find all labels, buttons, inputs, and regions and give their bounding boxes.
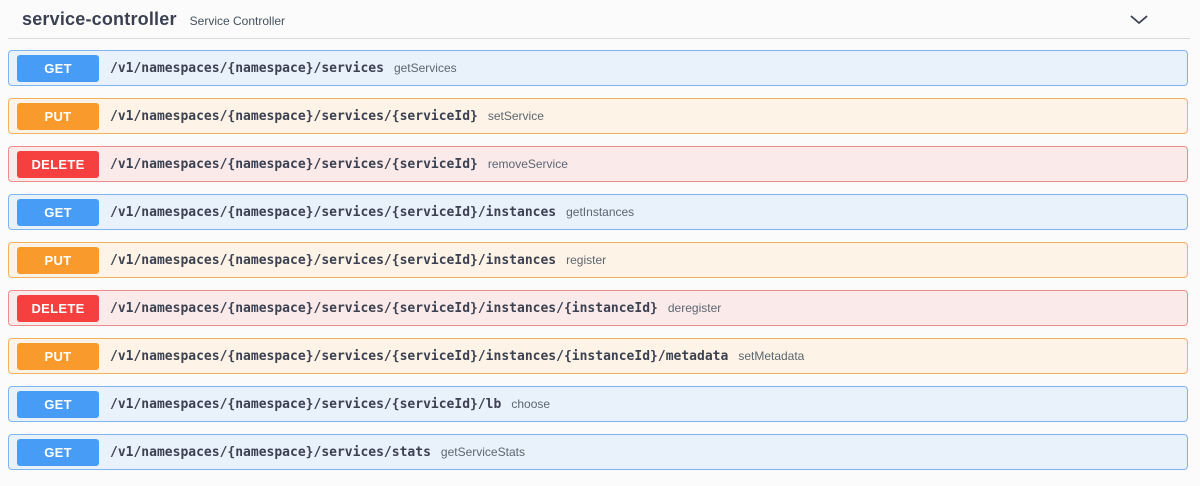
tag-description: Service Controller <box>189 14 286 28</box>
method-badge: PUT <box>17 246 99 274</box>
endpoint-row[interactable]: DELETE /v1/namespaces/{namespace}/servic… <box>8 290 1188 326</box>
endpoint-row[interactable]: PUT /v1/namespaces/{namespace}/services/… <box>8 242 1188 278</box>
endpoint-path: /v1/namespaces/{namespace}/services/{ser… <box>110 252 557 268</box>
endpoint-row[interactable]: GET /v1/namespaces/{namespace}/services/… <box>8 194 1188 230</box>
operation-id: getServiceStats <box>440 445 525 459</box>
endpoint-row[interactable]: PUT /v1/namespaces/{namespace}/services/… <box>8 338 1188 374</box>
endpoint-path: /v1/namespaces/{namespace}/services/{ser… <box>110 108 478 124</box>
method-badge: GET <box>17 390 99 418</box>
endpoint-path: /v1/namespaces/{namespace}/services/{ser… <box>110 300 658 316</box>
endpoint-path: /v1/namespaces/{namespace}/services <box>110 60 384 76</box>
operation-id: getServices <box>393 61 457 75</box>
tag-title: service-controller <box>22 9 177 29</box>
endpoint-path: /v1/namespaces/{namespace}/services/{ser… <box>110 348 729 364</box>
operation-id: deregister <box>667 301 722 315</box>
method-badge: GET <box>17 198 99 226</box>
operation-id: setMetadata <box>738 349 805 363</box>
operation-id: register <box>566 253 607 267</box>
operation-id: getInstances <box>566 205 635 219</box>
chevron-down-icon <box>1130 15 1148 24</box>
endpoint-row[interactable]: GET /v1/namespaces/{namespace}/services/… <box>8 434 1188 470</box>
method-badge: GET <box>17 54 99 82</box>
operation-id: removeService <box>487 157 568 171</box>
endpoint-path: /v1/namespaces/{namespace}/services/{ser… <box>110 204 557 220</box>
endpoint-path: /v1/namespaces/{namespace}/services/{ser… <box>110 396 502 412</box>
method-badge: PUT <box>17 342 99 370</box>
endpoint-row[interactable]: PUT /v1/namespaces/{namespace}/services/… <box>8 98 1188 134</box>
endpoint-row[interactable]: GET /v1/namespaces/{namespace}/services/… <box>8 386 1188 422</box>
method-badge: PUT <box>17 102 99 130</box>
collapse-section-button[interactable] <box>1124 11 1154 29</box>
endpoint-row[interactable]: GET /v1/namespaces/{namespace}/services … <box>8 50 1188 86</box>
endpoint-row[interactable]: DELETE /v1/namespaces/{namespace}/servic… <box>8 146 1188 182</box>
endpoint-path: /v1/namespaces/{namespace}/services/{ser… <box>110 156 478 172</box>
tag-header: service-controller Service Controller <box>8 0 1190 39</box>
operation-id: choose <box>511 397 551 411</box>
endpoint-list: GET /v1/namespaces/{namespace}/services … <box>0 50 1200 470</box>
endpoint-path: /v1/namespaces/{namespace}/services/stat… <box>110 444 431 460</box>
method-badge: DELETE <box>17 294 99 322</box>
operation-id: setService <box>487 109 544 123</box>
method-badge: DELETE <box>17 150 99 178</box>
method-badge: GET <box>17 438 99 466</box>
